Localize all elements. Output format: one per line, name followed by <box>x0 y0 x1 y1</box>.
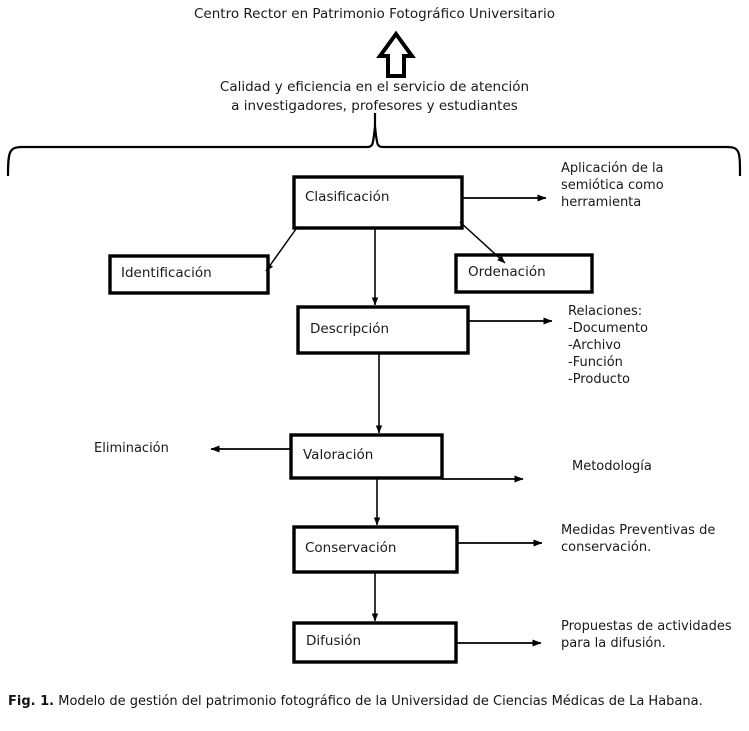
box-label-descripcion: Descripción <box>310 321 390 337</box>
box-label-clasificacion: Clasificación <box>305 189 390 205</box>
top-title: Centro Rector en Patrimonio Fotográfico … <box>193 6 555 22</box>
box-valoracion[interactable] <box>289 433 444 480</box>
annotation-propuestas: Propuestas de actividades para la difusi… <box>561 619 732 651</box>
caption-text: Modelo de gestión del patrimonio fotográ… <box>54 694 703 709</box>
box-label-ordenacion: Ordenación <box>468 264 546 280</box>
up-arrow-icon <box>376 30 416 78</box>
annotation-metodologia: Metodología <box>572 459 652 474</box>
box-label-identificacion: Identificación <box>121 265 212 281</box>
box-label-valoracion: Valoración <box>303 447 374 463</box>
annotation-relaciones: Relaciones: -Documento -Archivo -Función… <box>568 304 648 387</box>
arrow-clasificacion-identificacion <box>265 228 297 272</box>
box-label-difusion: Difusión <box>306 633 362 649</box>
box-label-conservacion: Conservación <box>305 540 397 556</box>
arrow-clasificacion-ordenacion <box>459 221 506 264</box>
annotation-medidas: Medidas Preventivas de conservación. <box>561 523 716 555</box>
box-identificacion[interactable] <box>108 254 270 295</box>
box-clasificacion[interactable] <box>292 175 464 230</box>
box-descripcion[interactable] <box>296 305 470 355</box>
annotation-eliminacion: Eliminación <box>94 441 169 456</box>
group-brace <box>6 125 742 177</box>
box-ordenacion[interactable] <box>454 253 594 294</box>
figure-caption: Fig. 1. Modelo de gestión del patrimonio… <box>8 694 703 709</box>
top-subtitle: Calidad y eficiencia en el servicio de a… <box>219 79 530 114</box>
annotation-semiotica: Aplicación de la semiótica como herramie… <box>561 161 664 210</box>
caption-prefix: Fig. 1. <box>8 694 55 709</box>
